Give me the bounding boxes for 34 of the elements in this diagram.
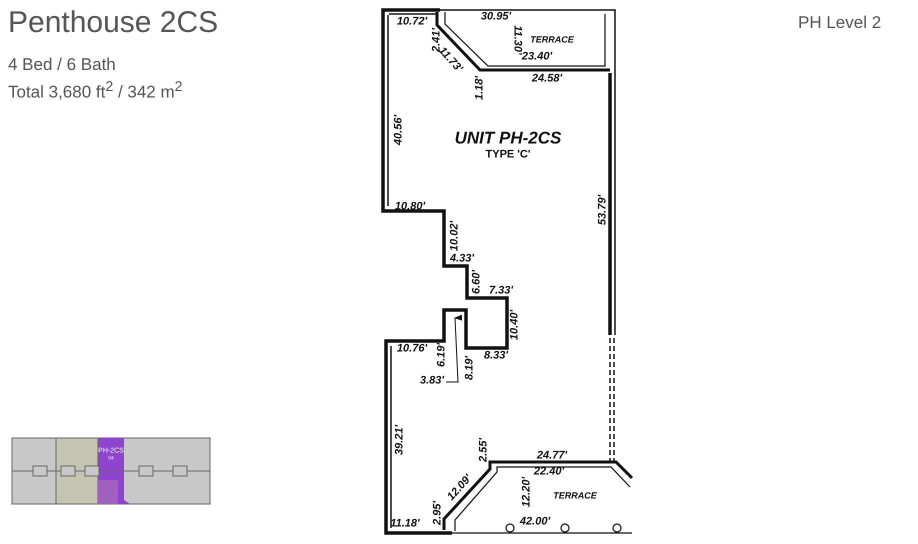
dimension-label: 6.60'	[472, 270, 482, 294]
dimension-label: 12.20'	[522, 476, 532, 508]
title: Penthouse 2CS	[8, 6, 218, 40]
dimension-label: 53.79'	[598, 194, 608, 226]
dimension-label: 40.56'	[394, 114, 404, 146]
unit-label: UNIT PH-2CS	[454, 130, 562, 146]
dimension-label: 10.76'	[396, 344, 428, 354]
dimension-label: 4.33'	[450, 254, 474, 264]
area-label: TERRACE	[553, 492, 597, 500]
info-text: Total 3,680 ft$^{2}$ / 342 m$^{2}$	[8, 80, 183, 101]
dimension-label: 10.40'	[510, 310, 520, 340]
info-text: PH Level 2	[798, 14, 882, 31]
unit-type-label: TYPE 'C'	[486, 150, 530, 160]
dimension-label: 7.33'	[488, 286, 514, 296]
area-label: TERRACE	[530, 36, 574, 44]
dimension-label: 23.40'	[522, 52, 552, 62]
dimension-label: 24.58'	[532, 74, 562, 84]
info-text: 4 Bed / 6 Bath	[8, 56, 116, 73]
dimension-label: 10.72'	[396, 16, 428, 28]
dimension-label: 8.33'	[484, 350, 508, 362]
dimension-label: 39.21'	[394, 424, 406, 456]
dimension-label: 10.02'	[450, 220, 460, 252]
dimension-label: 1.18'	[474, 76, 486, 100]
dimension-label: 11.18'	[390, 518, 420, 530]
dimension-label: 3.83'	[420, 376, 444, 386]
dimension-label: 2.95'	[432, 500, 444, 526]
dimension-label: 42.00'	[520, 516, 550, 528]
dimension-label: 8.19'	[464, 356, 476, 380]
dimension-label: 24.77'	[536, 450, 568, 462]
dimension-label: 30.95'	[480, 12, 512, 22]
dimension-label: 2.55'	[478, 438, 490, 462]
dimension-label: 10.80'	[394, 202, 426, 212]
dimension-label: 11.30'	[512, 25, 522, 55]
dimension-label: 6.19'	[436, 342, 448, 368]
